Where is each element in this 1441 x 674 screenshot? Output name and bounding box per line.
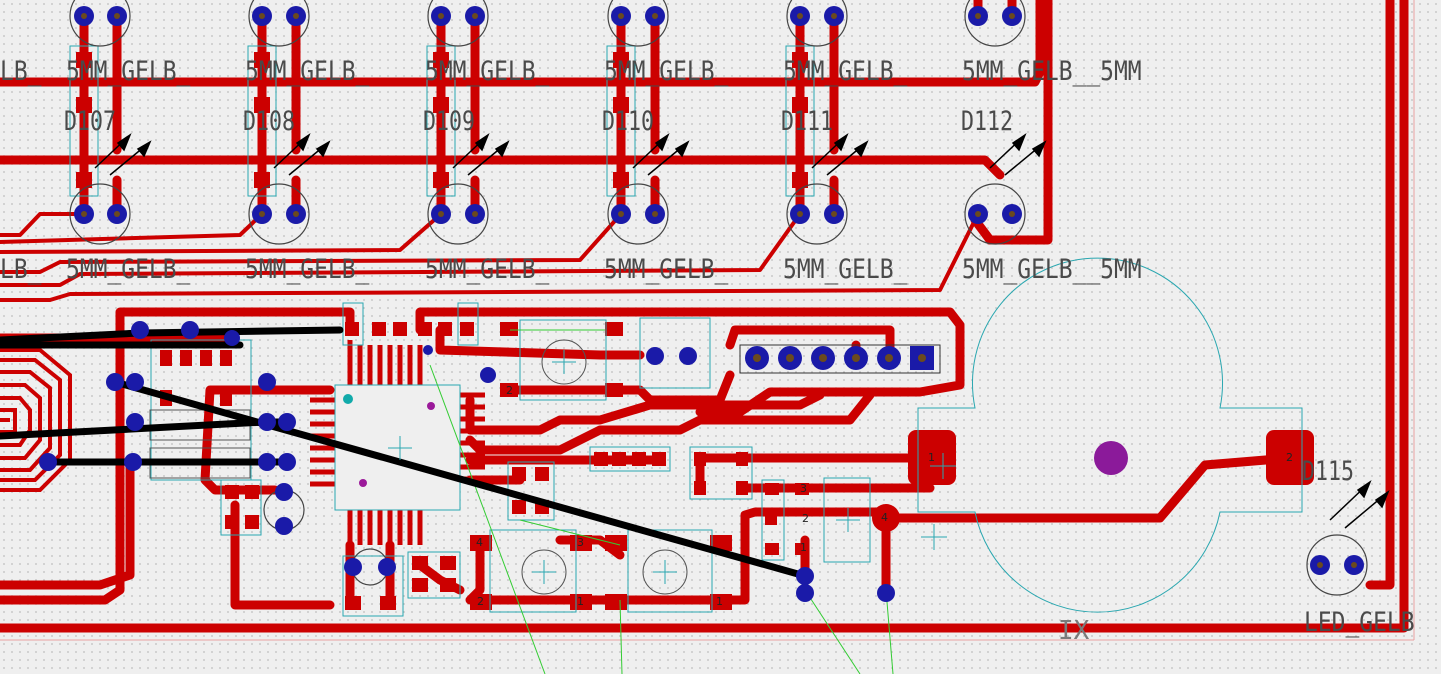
silkscreen	[69, 45, 1303, 617]
led-reference-d110: D110	[602, 106, 655, 137]
led-reference-d108: D108	[243, 106, 296, 137]
led-arrows	[94, 133, 1390, 529]
pad-number: 2	[477, 595, 484, 608]
led-value-label: 5MM_GELB_	[425, 254, 550, 285]
pad-number: 2	[506, 384, 513, 397]
pad-number: 3	[577, 536, 584, 549]
led-value-label: 5MM_GELB_	[245, 56, 370, 87]
led-value-label: 5MM_GELB_	[783, 56, 908, 87]
left-bus	[0, 348, 72, 492]
airwires	[429, 329, 894, 674]
led-value-label: 5MM_GELB__5MM	[962, 254, 1142, 285]
battery-pads	[872, 430, 1314, 532]
tht-pads	[39, 6, 1364, 602]
led-reference-d109: D109	[423, 106, 476, 137]
copper-traces	[0, 0, 1409, 633]
led-value-label: LB_	[0, 56, 42, 87]
battery-pad-label: 1	[928, 451, 935, 464]
led-value-label: 5MM_GELB_	[245, 254, 370, 285]
smd-pads	[76, 52, 809, 610]
pad-number: 1	[577, 595, 584, 608]
led-value-label: 5MM_GELB_	[66, 254, 191, 285]
pad-number: 1	[716, 595, 723, 608]
pad-number: 4	[476, 536, 483, 549]
led-value-label: 5MM_GELB_	[783, 254, 908, 285]
led-value-label: LED_GELB	[1304, 607, 1415, 638]
led-value-label: 5MM_GELB_	[604, 254, 729, 285]
pad-number: 1	[800, 541, 807, 554]
pad-number: 2	[802, 512, 809, 525]
led-value-label: 5MM_GELB__5MM	[962, 56, 1142, 87]
led-value-label: LB_	[0, 254, 42, 285]
mount-hole	[1094, 441, 1128, 475]
led-reference-d112: D112	[961, 106, 1014, 137]
led-reference-d107: D107	[64, 106, 117, 137]
led-value-label: 5MM_GELB_	[425, 56, 550, 87]
led-reference-d115: D115	[1302, 456, 1355, 487]
pad-holes	[81, 13, 1357, 568]
pad-number: 3	[800, 482, 807, 495]
led-reference-d111: D111	[781, 106, 834, 137]
crosshairs	[388, 350, 956, 584]
board-outline	[0, 0, 1415, 641]
origin-mark: IX	[1058, 616, 1090, 646]
led-value-label: 5MM_GELB_	[66, 56, 191, 87]
battery-pad-label: 2	[1286, 451, 1293, 464]
led-value-label: 5MM_GELB_	[604, 56, 729, 87]
pad-number: 4	[881, 511, 888, 524]
pin-header	[739, 344, 941, 374]
